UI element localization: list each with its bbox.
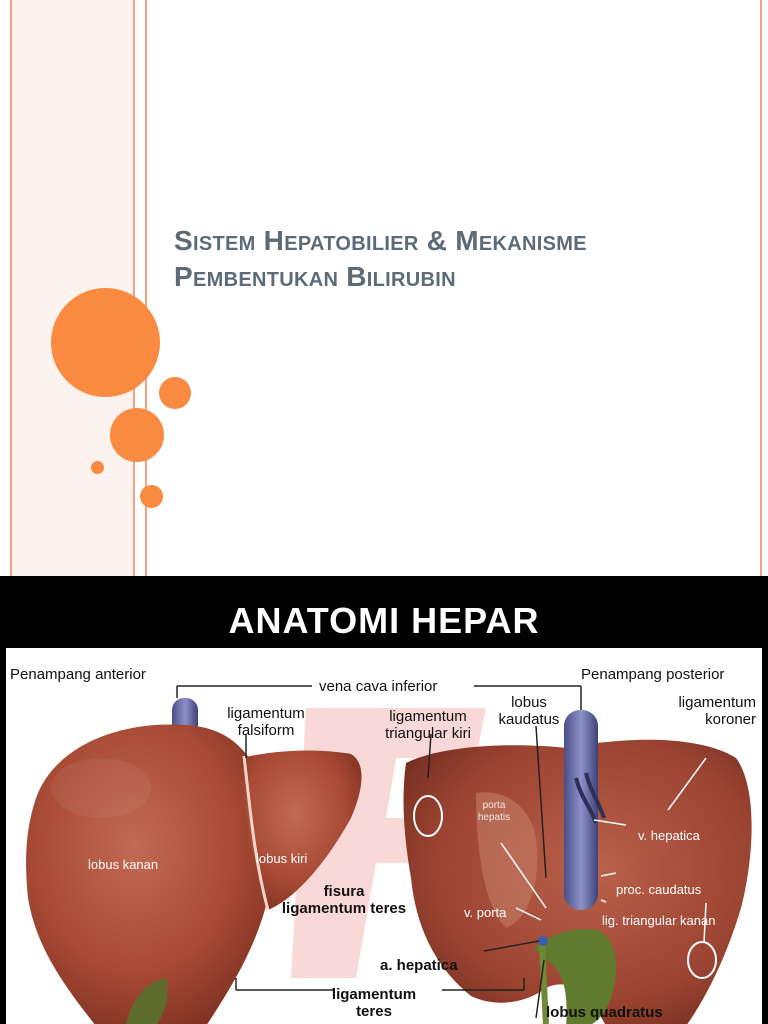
banner: ANATOMI HEPAR bbox=[6, 586, 762, 648]
label-penampang-posterior: Penampang posterior bbox=[581, 666, 725, 683]
label-lobus-kaudatus: lobus kaudatus bbox=[484, 694, 574, 728]
label-line: ligamentum teres bbox=[281, 900, 407, 917]
banner-title: ANATOMI HEPAR bbox=[228, 600, 540, 641]
label-line: fisura bbox=[323, 883, 365, 900]
label-ligamentum-teres: ligamentum teres bbox=[324, 986, 424, 1020]
slide-title-line-2: Pembentukan Bilirubin bbox=[174, 261, 456, 292]
label-penampang-anterior: Penampang anterior bbox=[10, 666, 146, 683]
label-line: porta bbox=[482, 800, 506, 811]
label-lobus-kanan: lobus kanan bbox=[88, 857, 159, 872]
label-lig-triangular-kanan: lig. triangular kanan bbox=[602, 913, 716, 928]
label-porta-hepatis: porta hepatis bbox=[468, 800, 520, 824]
decorative-circle bbox=[91, 461, 104, 474]
label-v-hepatica: v. hepatica bbox=[638, 828, 700, 843]
label-ligamentum-koroner: ligamentum koroner bbox=[656, 694, 756, 728]
decorative-line bbox=[145, 0, 147, 576]
slide-title: Sistem Hepatobilier & Mekanisme Pembentu… bbox=[174, 223, 734, 295]
label-line: lobus bbox=[511, 694, 547, 711]
decorative-circle bbox=[51, 288, 160, 397]
label-fisura-ligamentum-teres: fisura ligamentum teres bbox=[274, 883, 414, 917]
decorative-line bbox=[760, 0, 762, 576]
decorative-circle bbox=[159, 377, 191, 409]
label-lobus-kiri: lobus kiri bbox=[256, 851, 308, 866]
label-line: kaudatus bbox=[498, 711, 560, 728]
decorative-line bbox=[133, 0, 135, 576]
decorative-circle bbox=[110, 408, 164, 462]
label-line: ligamentum bbox=[227, 705, 305, 722]
anatomy-panel: ANATOMI HEPAR bbox=[6, 586, 762, 1024]
label-line: teres bbox=[356, 1003, 392, 1020]
title-slide: Sistem Hepatobilier & Mekanisme Pembentu… bbox=[10, 0, 762, 576]
label-line: ligamentum bbox=[678, 694, 756, 711]
label-line: koroner bbox=[705, 711, 756, 728]
label-ligamentum-falsiform: ligamentum falsiform bbox=[218, 705, 314, 739]
label-line: hepatis bbox=[477, 812, 511, 823]
anatomy-slide: ANATOMI HEPAR bbox=[0, 576, 768, 1024]
label-line: ligamentum bbox=[331, 986, 417, 1003]
label-vena-cava-inferior: vena cava inferior bbox=[319, 678, 438, 695]
label-ligamentum-triangular-kiri: ligamentum triangular kiri bbox=[368, 708, 488, 742]
label-line: ligamentum bbox=[389, 708, 467, 725]
label-a-hepatica: a. hepatica bbox=[380, 957, 458, 974]
label-line: triangular kiri bbox=[385, 725, 471, 742]
decorative-line bbox=[10, 0, 12, 576]
decorative-circle bbox=[140, 485, 163, 508]
liver-illustration bbox=[26, 685, 752, 1024]
slide-title-line-1: Sistem Hepatobilier & Mekanisme bbox=[174, 225, 587, 256]
label-proc-caudatus: proc. caudatus bbox=[616, 882, 702, 897]
label-v-porta: v. porta bbox=[464, 905, 507, 920]
label-line: falsiform bbox=[237, 722, 295, 739]
label-lobus-quadratus: lobus quadratus bbox=[546, 1004, 663, 1021]
